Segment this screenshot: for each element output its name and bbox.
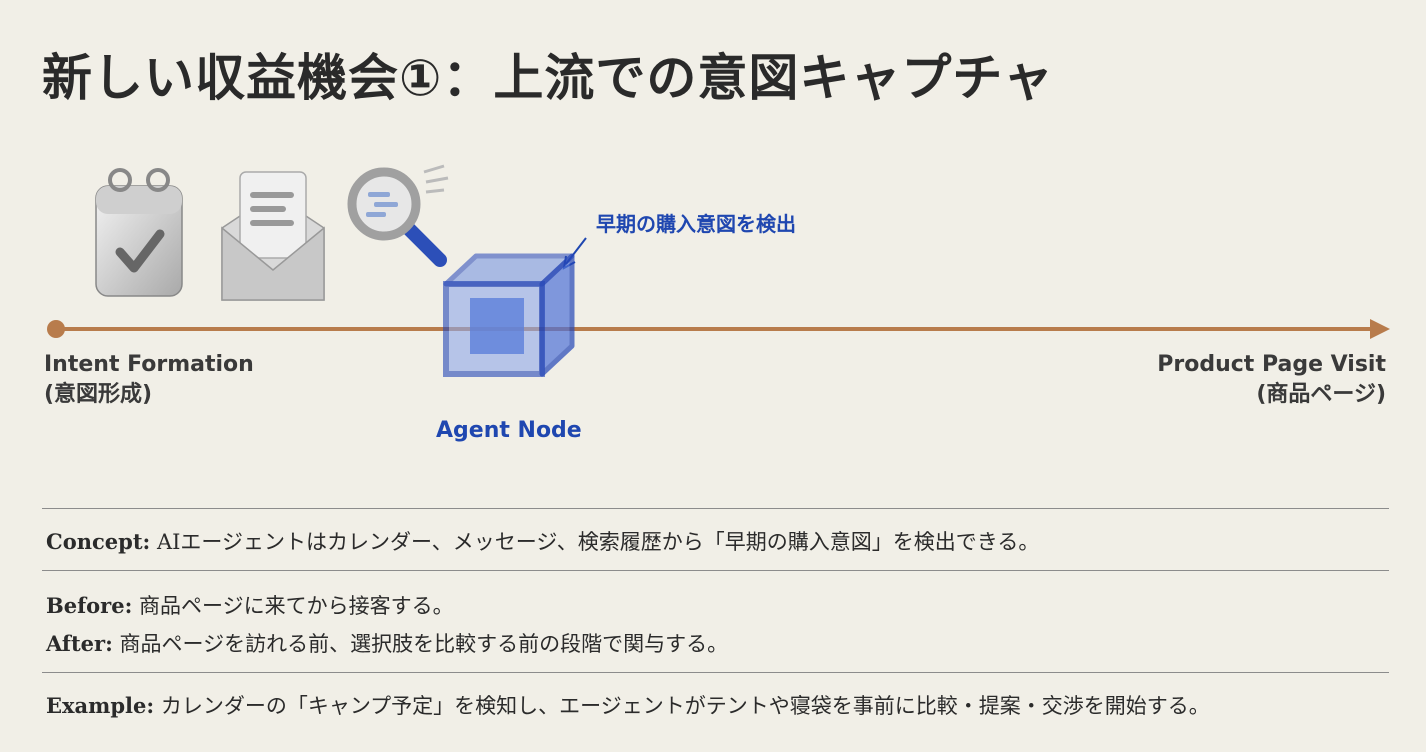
example-text: カレンダーの「キャンプ予定」を検知し、エージェントがテントや寝袋を事前に比較・提… (154, 694, 1210, 718)
timeline-start-label: Intent Formation (意図形成) (44, 350, 254, 410)
start-label-ja: (意図形成) (44, 382, 153, 407)
envelope-icon (218, 166, 328, 310)
concept-text: AIエージェントはカレンダー、メッセージ、検索履歴から「早期の購入意図」を検出で… (150, 530, 1040, 554)
before-text: 商品ページに来てから接客する。 (132, 594, 454, 618)
concept-label: Concept: (46, 529, 151, 554)
after-text: 商品ページを訪れる前、選択肢を比較する前の段階で関与する。 (112, 632, 729, 656)
after-label: After: (46, 631, 113, 656)
divider (42, 508, 1389, 509)
calendar-icon (88, 160, 192, 306)
divider (42, 570, 1389, 571)
timeline-end-label: Product Page Visit (商品ページ) (1157, 350, 1386, 410)
cube-icon (440, 250, 576, 384)
agent-node-label: Agent Node (436, 418, 582, 443)
concept-row: Concept: AIエージェントはカレンダー、メッセージ、検索履歴から「早期の… (46, 526, 1039, 556)
start-label-en: Intent Formation (44, 352, 254, 377)
example-label: Example: (46, 693, 155, 718)
end-label-ja: (商品ページ) (1256, 382, 1386, 407)
example-row: Example: カレンダーの「キャンプ予定」を検知し、エージェントがテントや寝… (46, 690, 1210, 720)
before-label: Before: (46, 593, 133, 618)
detect-callout: 早期の購入意図を検出 (596, 212, 796, 236)
before-row: Before: 商品ページに来てから接客する。 (46, 590, 454, 620)
end-label-en: Product Page Visit (1157, 352, 1386, 377)
page-title: 新しい収益機会①：上流での意図キャプチャ (42, 49, 1054, 107)
divider (42, 672, 1389, 673)
after-row: After: 商品ページを訪れる前、選択肢を比較する前の段階で関与する。 (46, 628, 728, 658)
magnifier-icon (344, 164, 454, 278)
